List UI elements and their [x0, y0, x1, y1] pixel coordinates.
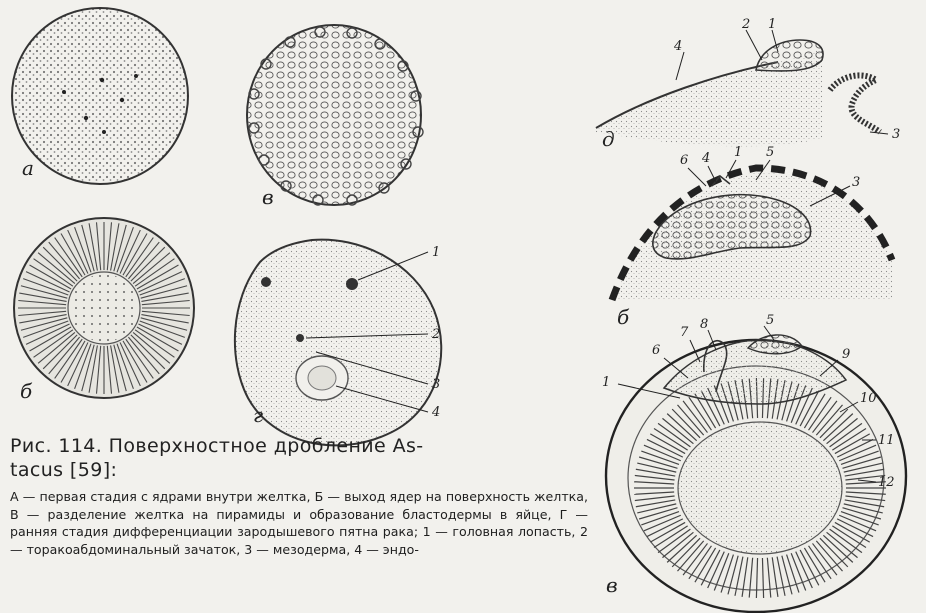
figure-e-num-11: 11: [878, 433, 895, 448]
figure-b-label: в: [262, 185, 274, 209]
figure-d1-num-2: 2: [741, 17, 750, 32]
figure-b-egg: [247, 25, 423, 205]
figure-a-sphere: [12, 8, 188, 184]
figure-e-num-1: 1: [602, 375, 610, 390]
figure-v-radial-sphere: [14, 218, 194, 398]
caption-title-line-1: Рис. 114. Поверхностное дробление As-: [10, 434, 588, 458]
figure-e-label: в: [606, 573, 618, 597]
figure-g-num-2: 2: [431, 327, 440, 342]
figure-d2-num-6: 6: [680, 153, 688, 168]
figure-e-num-7: 7: [680, 325, 689, 340]
figure-e-num-8: 8: [700, 317, 708, 332]
figure-caption: Рис. 114. Поверхностное дробление As- ta…: [10, 434, 588, 558]
figure-g-label: г: [253, 403, 263, 427]
figure-d2-num-5: 5: [766, 145, 774, 160]
figure-e-num-5: 5: [766, 313, 774, 328]
figure-e-num-12: 12: [878, 475, 895, 490]
figure-d1-label: д: [602, 127, 615, 151]
caption-title: Рис. 114. Поверхностное дробление As- ta…: [10, 434, 588, 482]
figure-d1-num-4: 4: [673, 39, 682, 54]
figure-d2-num-4: 4: [701, 151, 710, 166]
figure-d2-num-3: 3: [852, 175, 860, 190]
figure-g-germinal-disc: [235, 240, 441, 446]
figure-e-egg-section: [606, 326, 906, 612]
figure-e-num-9: 9: [842, 347, 850, 362]
figure-d1-section: [596, 30, 888, 146]
figure-d1-num-1: 1: [768, 17, 776, 32]
figure-d1-num-3: 3: [892, 127, 900, 142]
figure-e-num-10: 10: [860, 391, 877, 406]
figure-d2-label: б: [617, 305, 630, 329]
figure-d2-num-1: 1: [734, 145, 742, 160]
figure-a-label: а: [22, 156, 34, 180]
figure-g-num-1: 1: [432, 245, 440, 260]
figure-v-label: б: [20, 379, 33, 403]
caption-body: А — первая стадия с ядрами внутри желтка…: [10, 488, 588, 558]
figure-g-num-4: 4: [431, 405, 440, 420]
figure-e-num-6: 6: [652, 343, 660, 358]
figure-d2-embryo-cap: [612, 160, 892, 300]
figure-g-num-3: 3: [432, 377, 440, 392]
caption-title-line-2: tacus [59]:: [10, 458, 588, 482]
